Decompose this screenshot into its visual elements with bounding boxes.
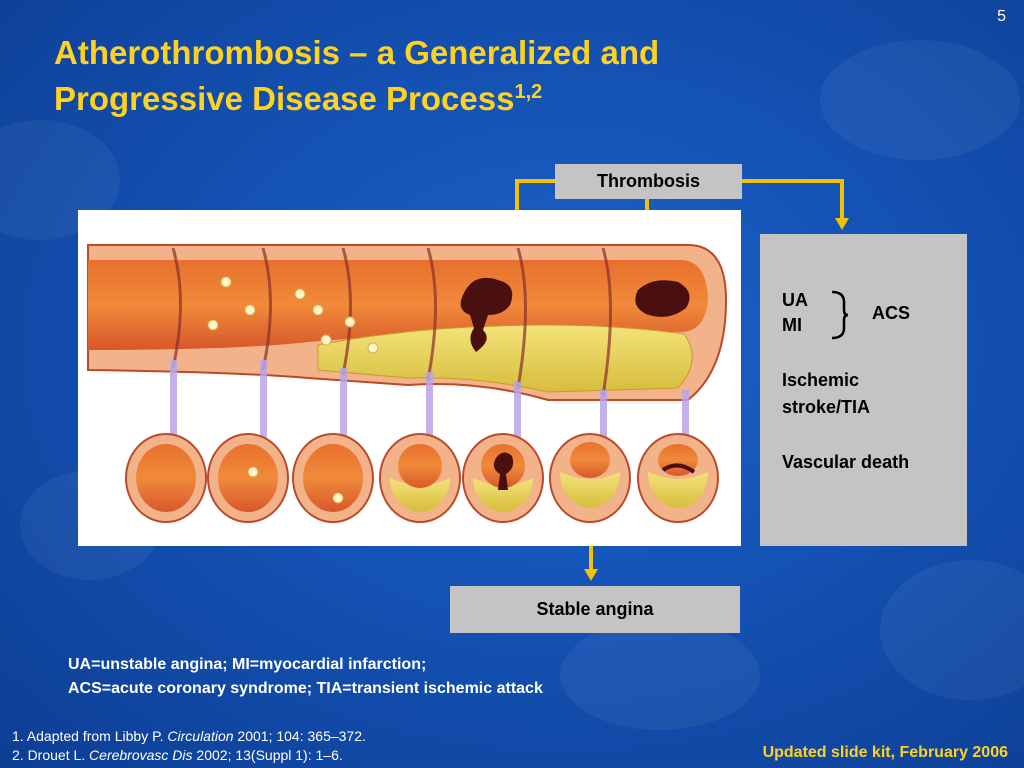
reference-2-citation: 2002; 13(Suppl 1): 1–6.	[192, 747, 343, 763]
outcome-vascular-death: Vascular death	[782, 452, 910, 472]
slide-title: Atherothrombosis – a Generalized and Pro…	[54, 30, 834, 122]
updated-note: Updated slide kit, February 2006	[762, 744, 1008, 761]
cross-section-plaque	[379, 433, 461, 523]
reference-2-author: 2. Drouet L.	[12, 747, 90, 763]
reference-1-author: 1. Adapted from Libby P.	[12, 728, 168, 744]
connector-bottom-vertical	[589, 546, 593, 570]
stable-angina-box: Stable angina	[450, 586, 740, 633]
connector-left-vertical	[515, 179, 519, 210]
connector-left-horizontal	[515, 179, 555, 183]
title-line-1: Atherothrombosis – a Generalized and	[54, 34, 660, 71]
title-superscript: 1,2	[514, 81, 543, 103]
cross-section-advanced	[549, 433, 631, 523]
cross-section-normal	[125, 433, 207, 523]
references: 1. Adapted from Libby P. Circulation 200…	[12, 727, 366, 765]
thrombosis-box: Thrombosis	[555, 164, 742, 199]
outcome-mi: MI	[782, 315, 802, 335]
outcomes-panel: UA MI ACS Ischemic stroke/TIA Vascular d…	[760, 234, 967, 546]
cross-section-rupture	[462, 433, 544, 523]
title-line-2: Progressive Disease Process	[54, 80, 515, 117]
reference-1-journal: Circulation	[167, 728, 234, 744]
connector-center-stub	[645, 199, 649, 210]
abbreviation-line-2: ACS=acute coronary syndrome; TIA=transie…	[68, 680, 543, 697]
outcome-ischemic-line1: Ischemic	[782, 370, 860, 390]
cross-section-fatty-streak	[292, 433, 374, 523]
artery-progression-graphic	[87, 244, 728, 523]
arrow-down-icon	[584, 569, 598, 581]
page-number: 5	[997, 8, 1006, 25]
reference-1-citation: 2001; 104: 365–372.	[233, 728, 366, 744]
reference-2: 2. Drouet L. Cerebrovasc Dis 2002; 13(Su…	[12, 746, 366, 765]
reference-2-journal: Cerebrovasc Dis	[89, 747, 193, 763]
abbreviation-line-1: UA=unstable angina; MI=myocardial infarc…	[68, 656, 427, 673]
artery-illustration	[78, 210, 741, 546]
background-blob	[560, 620, 760, 730]
connector-right-vertical	[840, 179, 844, 219]
background-blob	[820, 40, 1020, 160]
cross-section-occlusion	[637, 433, 719, 523]
outcome-acs: ACS	[872, 303, 911, 323]
outcome-ua: UA	[782, 290, 808, 310]
outcome-ischemic-line2: stroke/TIA	[782, 397, 871, 417]
reference-1: 1. Adapted from Libby P. Circulation 200…	[12, 727, 366, 746]
abbreviations: UA=unstable angina; MI=myocardial infarc…	[68, 653, 543, 701]
arrow-down-icon	[835, 218, 849, 230]
cross-section-early	[207, 433, 289, 523]
background-blob	[880, 560, 1024, 700]
connector-right-horizontal	[742, 179, 844, 183]
bracket-icon	[831, 290, 849, 340]
